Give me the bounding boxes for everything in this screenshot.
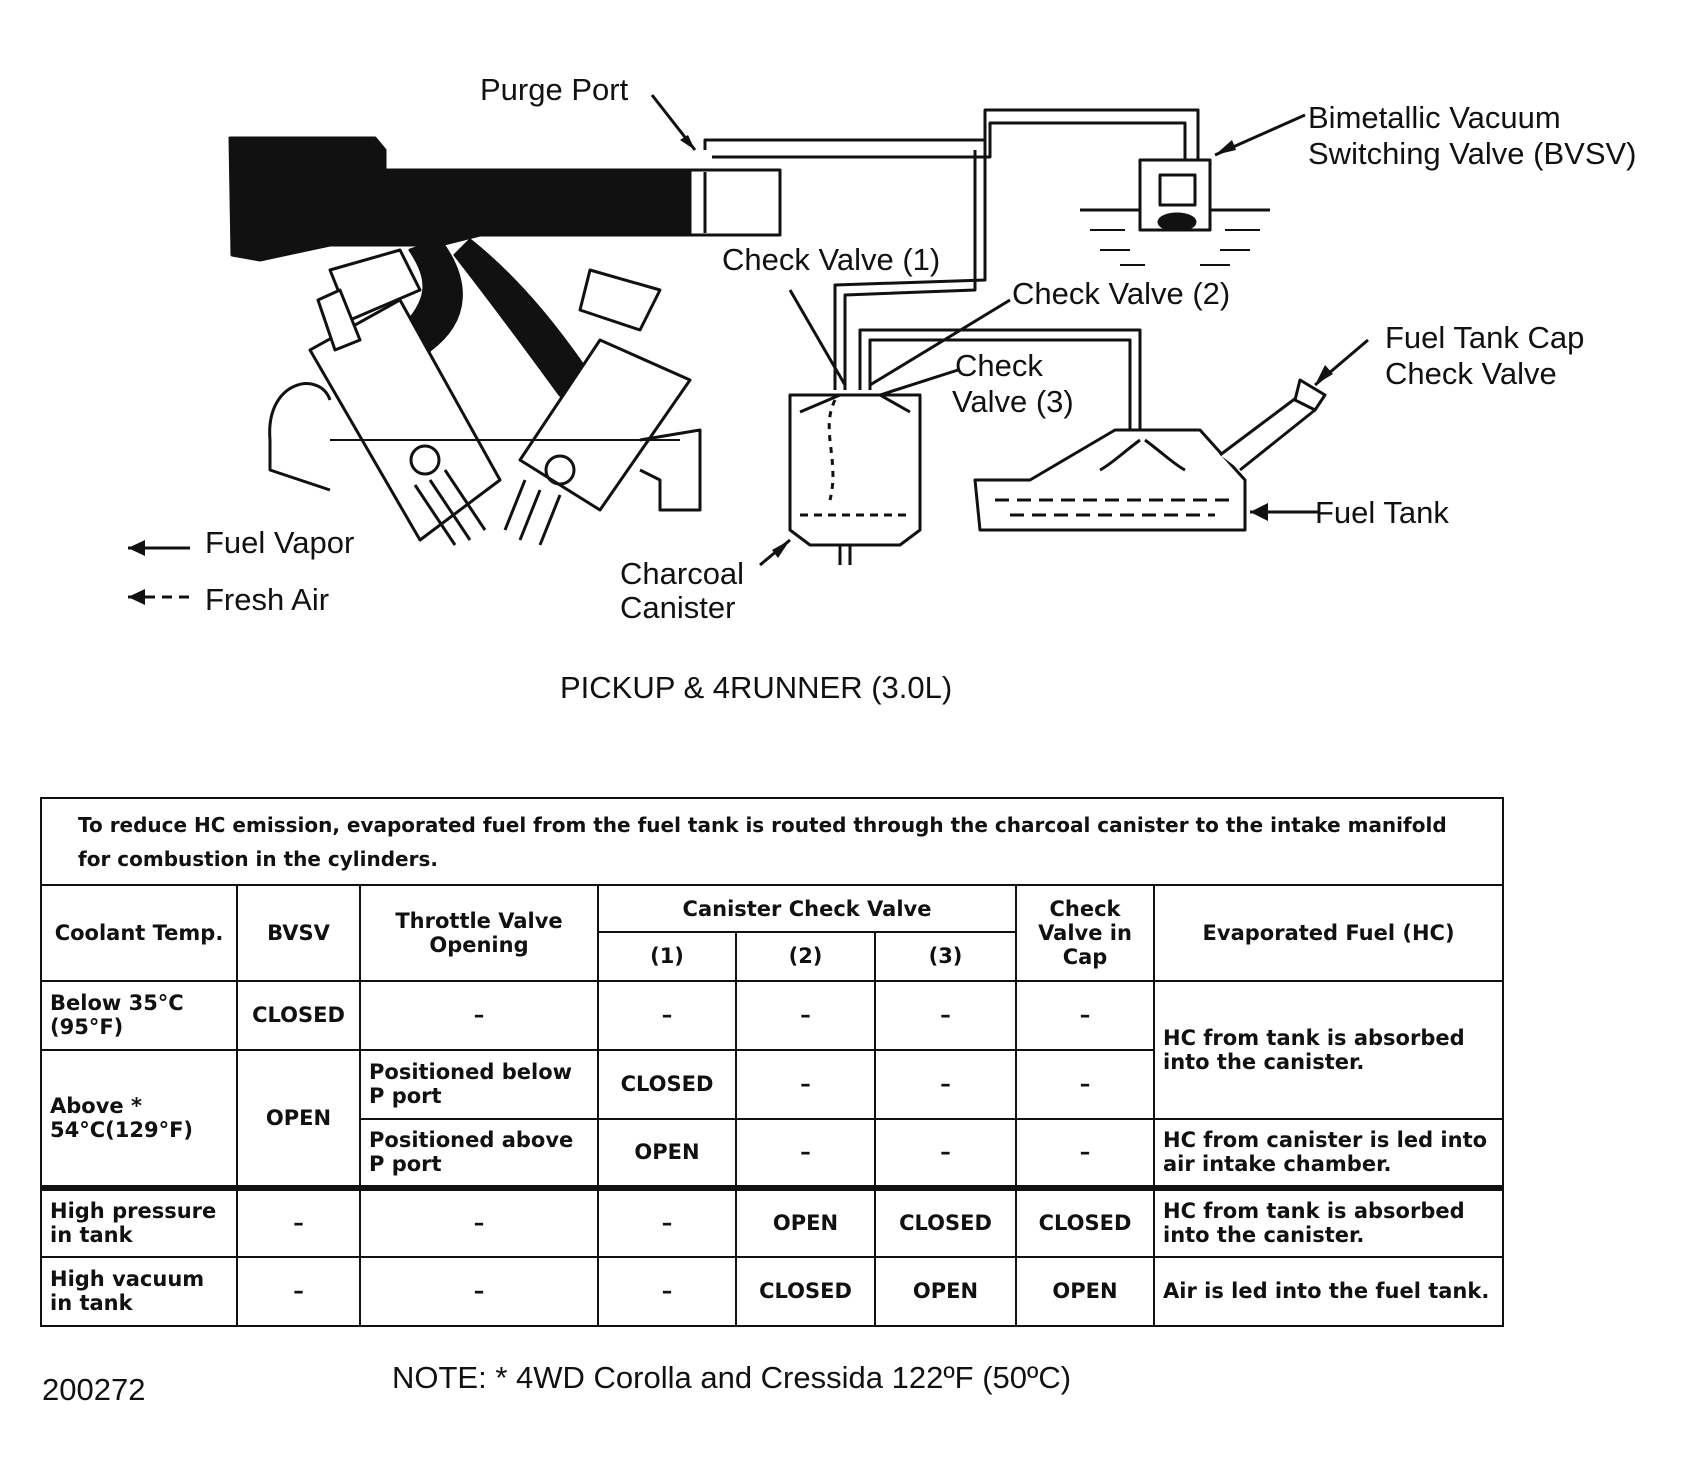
table-row: Below 35°C (95°F) CLOSED – – – – – HC fr… (40, 979, 1505, 1120)
cell-bvsv: – (236, 1184, 361, 1258)
table-intro: To reduce HC emission, evaporated fuel f… (39, 796, 1505, 887)
legend-fuel-vapor: Fuel Vapor (205, 525, 355, 560)
label-charcoal-line1: Charcoal (620, 556, 745, 591)
table-row: High vacuum in tank – – – CLOSED OPEN OP… (40, 1255, 1505, 1328)
table-row: Positioned above P port OPEN – – – HC fr… (41, 1117, 1505, 1189)
figure-number: 200272 (42, 1372, 146, 1407)
cell-throttle: Positioned above P port (359, 1117, 599, 1189)
bvsv-valve (1080, 158, 1270, 266)
cell-cv3: OPEN (874, 1255, 1017, 1328)
label-bvsv-line1: Bimetallic Vacuum (1308, 100, 1561, 135)
label-charcoal-line2: Canister (620, 590, 736, 625)
header-throttle: Throttle Valve Opening (359, 884, 599, 982)
cell-cv3: CLOSED (874, 1184, 1017, 1258)
label-check-valve-2: Check Valve (2) (1012, 276, 1231, 311)
label-check-valve-1: Check Valve (1) (722, 242, 941, 277)
cell-cv1: OPEN (597, 1117, 737, 1189)
cell-cv2: OPEN (735, 1184, 876, 1258)
label-fuel-tank-cap-line1: Fuel Tank Cap (1385, 320, 1585, 355)
header-canister-check-valve: Canister Check Valve (597, 884, 1017, 934)
cell-cv1: – (597, 1255, 737, 1328)
cell-cv2: – (735, 1117, 876, 1189)
cell-throttle: – (359, 1255, 599, 1328)
cell-cap: CLOSED (1015, 1184, 1155, 1258)
cell-coolant: High vacuum in tank (40, 1255, 238, 1328)
cell-evap: HC from canister is led into air intake … (1152, 1117, 1505, 1189)
cell-cap: – (1015, 1048, 1155, 1120)
charcoal-canister (788, 393, 922, 547)
table-row: High pressure in tank – – – OPEN CLOSED … (40, 1184, 1505, 1258)
label-purge-port: Purge Port (480, 72, 629, 107)
header-coolant-temp: Coolant Temp. (40, 884, 238, 982)
cell-bvsv: CLOSED (236, 979, 361, 1051)
cell-cv1: CLOSED (597, 1048, 737, 1120)
cell-cv2: CLOSED (735, 1255, 876, 1328)
cell-throttle: Positioned below P port (359, 1048, 599, 1120)
intake-plenum (228, 136, 727, 262)
cell-cv3: – (874, 1048, 1017, 1120)
cell-cap: OPEN (1015, 1255, 1155, 1328)
evap-system-diagram (128, 94, 1369, 605)
cell-coolant: Below 35°C (95°F) (40, 979, 238, 1051)
cell-cv1: – (597, 979, 737, 1051)
cell-evap: HC from tank is absorbed into the canist… (1152, 1184, 1505, 1258)
evap-operation-table: To reduce HC emission, evaporated fuel f… (39, 796, 1505, 1328)
cell-coolant: High pressure in tank (40, 1184, 238, 1258)
label-bvsv-line2: Switching Valve (BVSV) (1308, 136, 1637, 171)
cell-evap: HC from tank is absorbed into the canist… (1152, 979, 1505, 1120)
cell-cv2: – (735, 979, 876, 1051)
cell-throttle: – (359, 1184, 599, 1258)
table-note: NOTE: * 4WD Corolla and Cressida 122ºF (… (392, 1360, 1072, 1395)
cell-coolant: Above * 54°C(129°F) (40, 1048, 238, 1189)
legend-fresh-air: Fresh Air (205, 582, 330, 617)
label-fuel-tank: Fuel Tank (1315, 495, 1449, 530)
header-check-valve-cap: Check Valve in Cap (1015, 884, 1155, 982)
cell-cap: – (1015, 1117, 1155, 1189)
header-cv1: (1) (597, 931, 737, 982)
cell-cv3: – (874, 1117, 1017, 1189)
header-cv2: (2) (735, 931, 876, 982)
table-row: Above * 54°C(129°F) OPEN Positioned belo… (40, 1048, 1503, 1189)
header-cv3: (3) (874, 931, 1017, 982)
diagram-caption: PICKUP & 4RUNNER (3.0L) (560, 670, 953, 705)
cell-bvsv: – (236, 1255, 361, 1328)
cylinder-right (518, 338, 692, 512)
cell-cap: – (1015, 979, 1155, 1051)
cell-throttle: – (359, 979, 599, 1051)
cell-bvsv: OPEN (236, 1048, 361, 1189)
label-check-valve-3-line1: Check (955, 348, 1043, 383)
label-check-valve-3-line2: Valve (3) (952, 384, 1074, 419)
cell-cv3: – (874, 979, 1017, 1051)
cell-cv2: – (735, 1048, 876, 1120)
purge-line (703, 108, 1200, 160)
cell-cv1: – (597, 1184, 737, 1258)
header-evaporated-fuel: Evaporated Fuel (HC) (1152, 884, 1505, 982)
label-fuel-tank-cap-line2: Check Valve (1385, 356, 1557, 391)
cell-evap: Air is led into the fuel tank. (1152, 1255, 1505, 1328)
header-bvsv: BVSV (236, 884, 361, 982)
